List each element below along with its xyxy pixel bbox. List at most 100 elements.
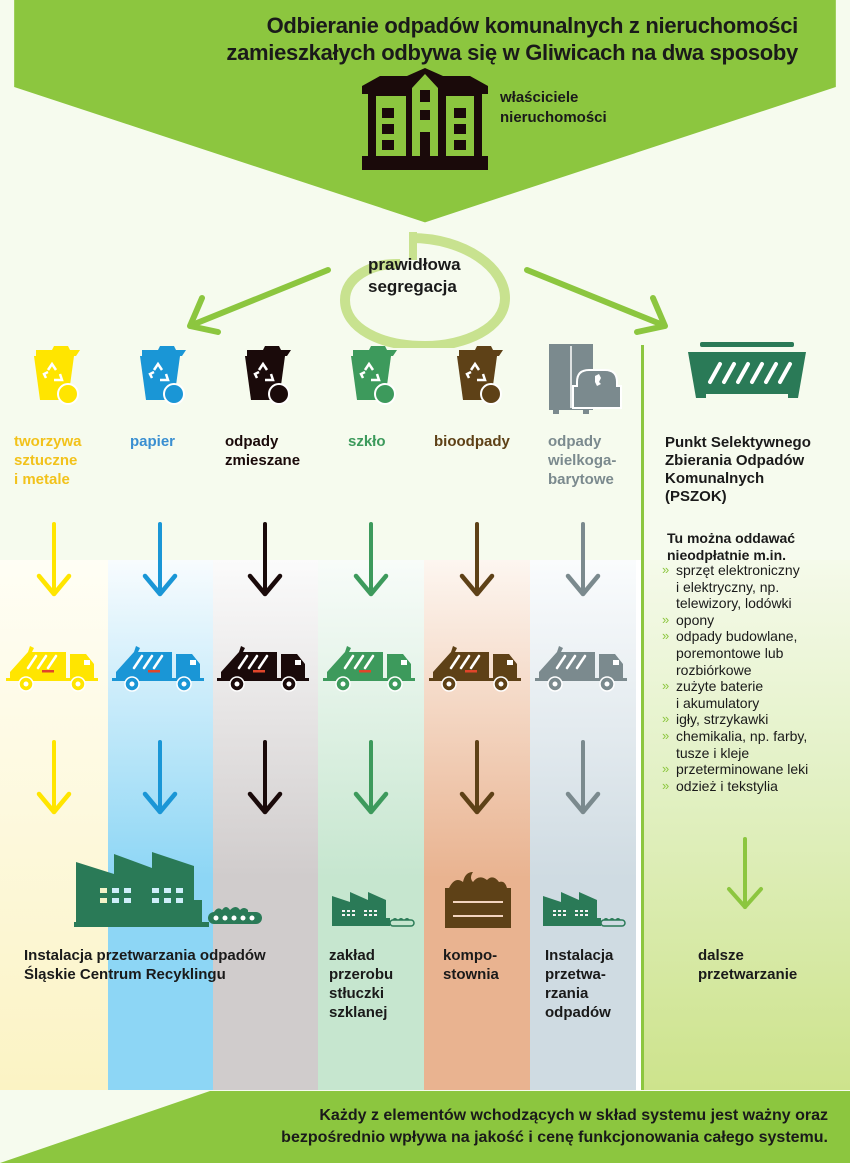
apartment-building-icon [362,68,488,170]
compost-crate-icon [445,872,511,928]
column-bg-plastic [0,560,108,1090]
arrow-down-icon [36,740,72,815]
category-label-glass: szkło [348,432,386,451]
arrow-down-icon [142,740,178,815]
garbage-truck-icon [6,646,98,692]
destination-recycling-center: Instalacja przetwarzania odpadów Śląskie… [24,946,266,984]
category-label-plastic: tworzywa sztuczne i metale [14,432,82,489]
segregation-line-2: segregacja [368,277,457,296]
destination-line: szklanej [329,1004,388,1021]
pszok-item-line: chemikalia, np. farby, [676,727,808,744]
label-line: i metale [14,471,70,488]
pszok-item-line: igły, strzykawki [676,711,769,728]
column-gap [636,560,641,1090]
label-line: barytowe [548,471,614,488]
column-bg-glass [318,560,424,1090]
pszok-background [644,560,850,1090]
destination-line: odpadów [545,1004,611,1021]
label-line: wielkoga- [548,452,617,469]
pszok-intro-line: nieodpłatnie m.in. [667,547,787,563]
title-line-1: Odbieranie odpadów komunalnych z nieruch… [266,13,799,38]
pszok-item: »przeterminowane leki [662,761,848,778]
chevron-bullet-icon: » [662,761,670,777]
processing-factory-icon [543,892,626,927]
large-factory-icon [74,852,262,927]
pszok-item: » chemikalia, np. farby,tusze i kleje [662,728,848,761]
chevron-bullet-icon: » [662,628,670,644]
pszok-item-line: tusze i kleje [676,744,750,761]
category-label-paper: papier [130,432,175,451]
destination-processing: Instalacja przetwa- rzania odpadów [545,946,613,1022]
destination-line: przerobu [329,966,394,983]
green-bin-icon [351,346,397,405]
black-bin-icon [245,346,291,405]
chevron-bullet-icon: » [662,727,670,743]
pszok-intro-line: Tu można oddawać [667,530,796,546]
pszok-title-line: Zbierania Odpadów [665,452,805,469]
label-line: bioodpady [434,433,510,450]
owners-line-1: właściciele [500,89,579,106]
cycle-arrow-icon [339,232,511,348]
blue-bin-icon [140,346,186,405]
destination-further-processing: dalsze przetwarzanie [698,946,797,984]
category-label-bio: bioodpady [434,432,510,451]
garbage-truck-icon [429,646,521,692]
brown-bin-icon [457,346,503,405]
container-icon [688,342,806,398]
pszok-title-line: Komunalnych [665,470,765,487]
pszok-item-line: opony [676,611,715,628]
garbage-truck-icon [535,646,627,692]
destination-compost: kompo- stownia [443,946,499,984]
pszok-item-line: rozbiórkowe [676,661,752,678]
destination-line: kompo- [443,947,498,964]
arrow-down-icon [142,522,178,597]
pszok-item-line: poremontowe lub [676,644,784,661]
label-line: papier [130,433,176,450]
segregation-line-1: prawidłowa [368,255,461,274]
yellow-bin-icon [34,346,80,405]
footer-line-2: bezpośrednio wpływa na jakość i cenę fun… [281,1129,828,1146]
arrow-down-icon [459,740,495,815]
destination-line: przetwarzanie [698,966,798,983]
destination-line: Instalacja przetwarzania odpadów [24,947,266,964]
chevron-bullet-icon: » [662,562,670,577]
arrow-down-icon [36,522,72,597]
garbage-truck-icon [323,646,415,692]
destination-glass-plant: zakład przerobu stłuczki szklanej [329,946,393,1022]
pszok-item-line: sprzęt elektroniczny [676,562,800,578]
chevron-bullet-icon: » [662,711,670,727]
column-bg-paper [108,560,213,1090]
chevron-bullet-icon: » [662,777,670,793]
footer-line-1: Każdy z elementów wchodzących w skład sy… [319,1107,828,1124]
label-line: zmieszane [225,452,301,469]
destination-line: zakład [329,947,375,964]
destination-line: dalsze [698,947,744,964]
owners-line-2: nieruchomości [500,109,607,126]
arrow-down-icon [353,740,389,815]
pszok-item-line: i akumulatory [676,694,760,711]
label-line: odpady [548,433,602,450]
arrow-down-icon [247,740,283,815]
arrow-down-icon [353,522,389,597]
pszok-item: » odzież i tekstylia [662,778,848,795]
destination-line: stownia [443,966,499,983]
column-bg-bulky [530,560,636,1090]
arrow-down-icon [409,180,441,218]
segregation-label: prawidłowa segregacja [368,254,461,298]
category-label-mixed: odpady zmieszane [225,432,300,470]
label-line: sztuczne [14,452,78,469]
destination-line: stłuczki [329,985,385,1002]
category-label-bulky: odpady wielkoga- barytowe [548,432,616,489]
glass-plant-factory-icon [332,892,415,927]
footer-note: Każdy z elementów wchodzących w skład sy… [281,1105,828,1149]
furniture-icon [549,344,622,414]
pszok-title-line: (PSZOK) [665,488,727,505]
pszok-item: » igły, strzykawki [662,711,848,728]
pszok-intro: Tu można oddawać nieodpłatnie m.in. [667,530,795,564]
pszok-item-line: odzież i tekstylia [676,777,778,794]
arrow-down-icon [565,522,601,597]
arrow-right-down-icon [524,267,668,335]
